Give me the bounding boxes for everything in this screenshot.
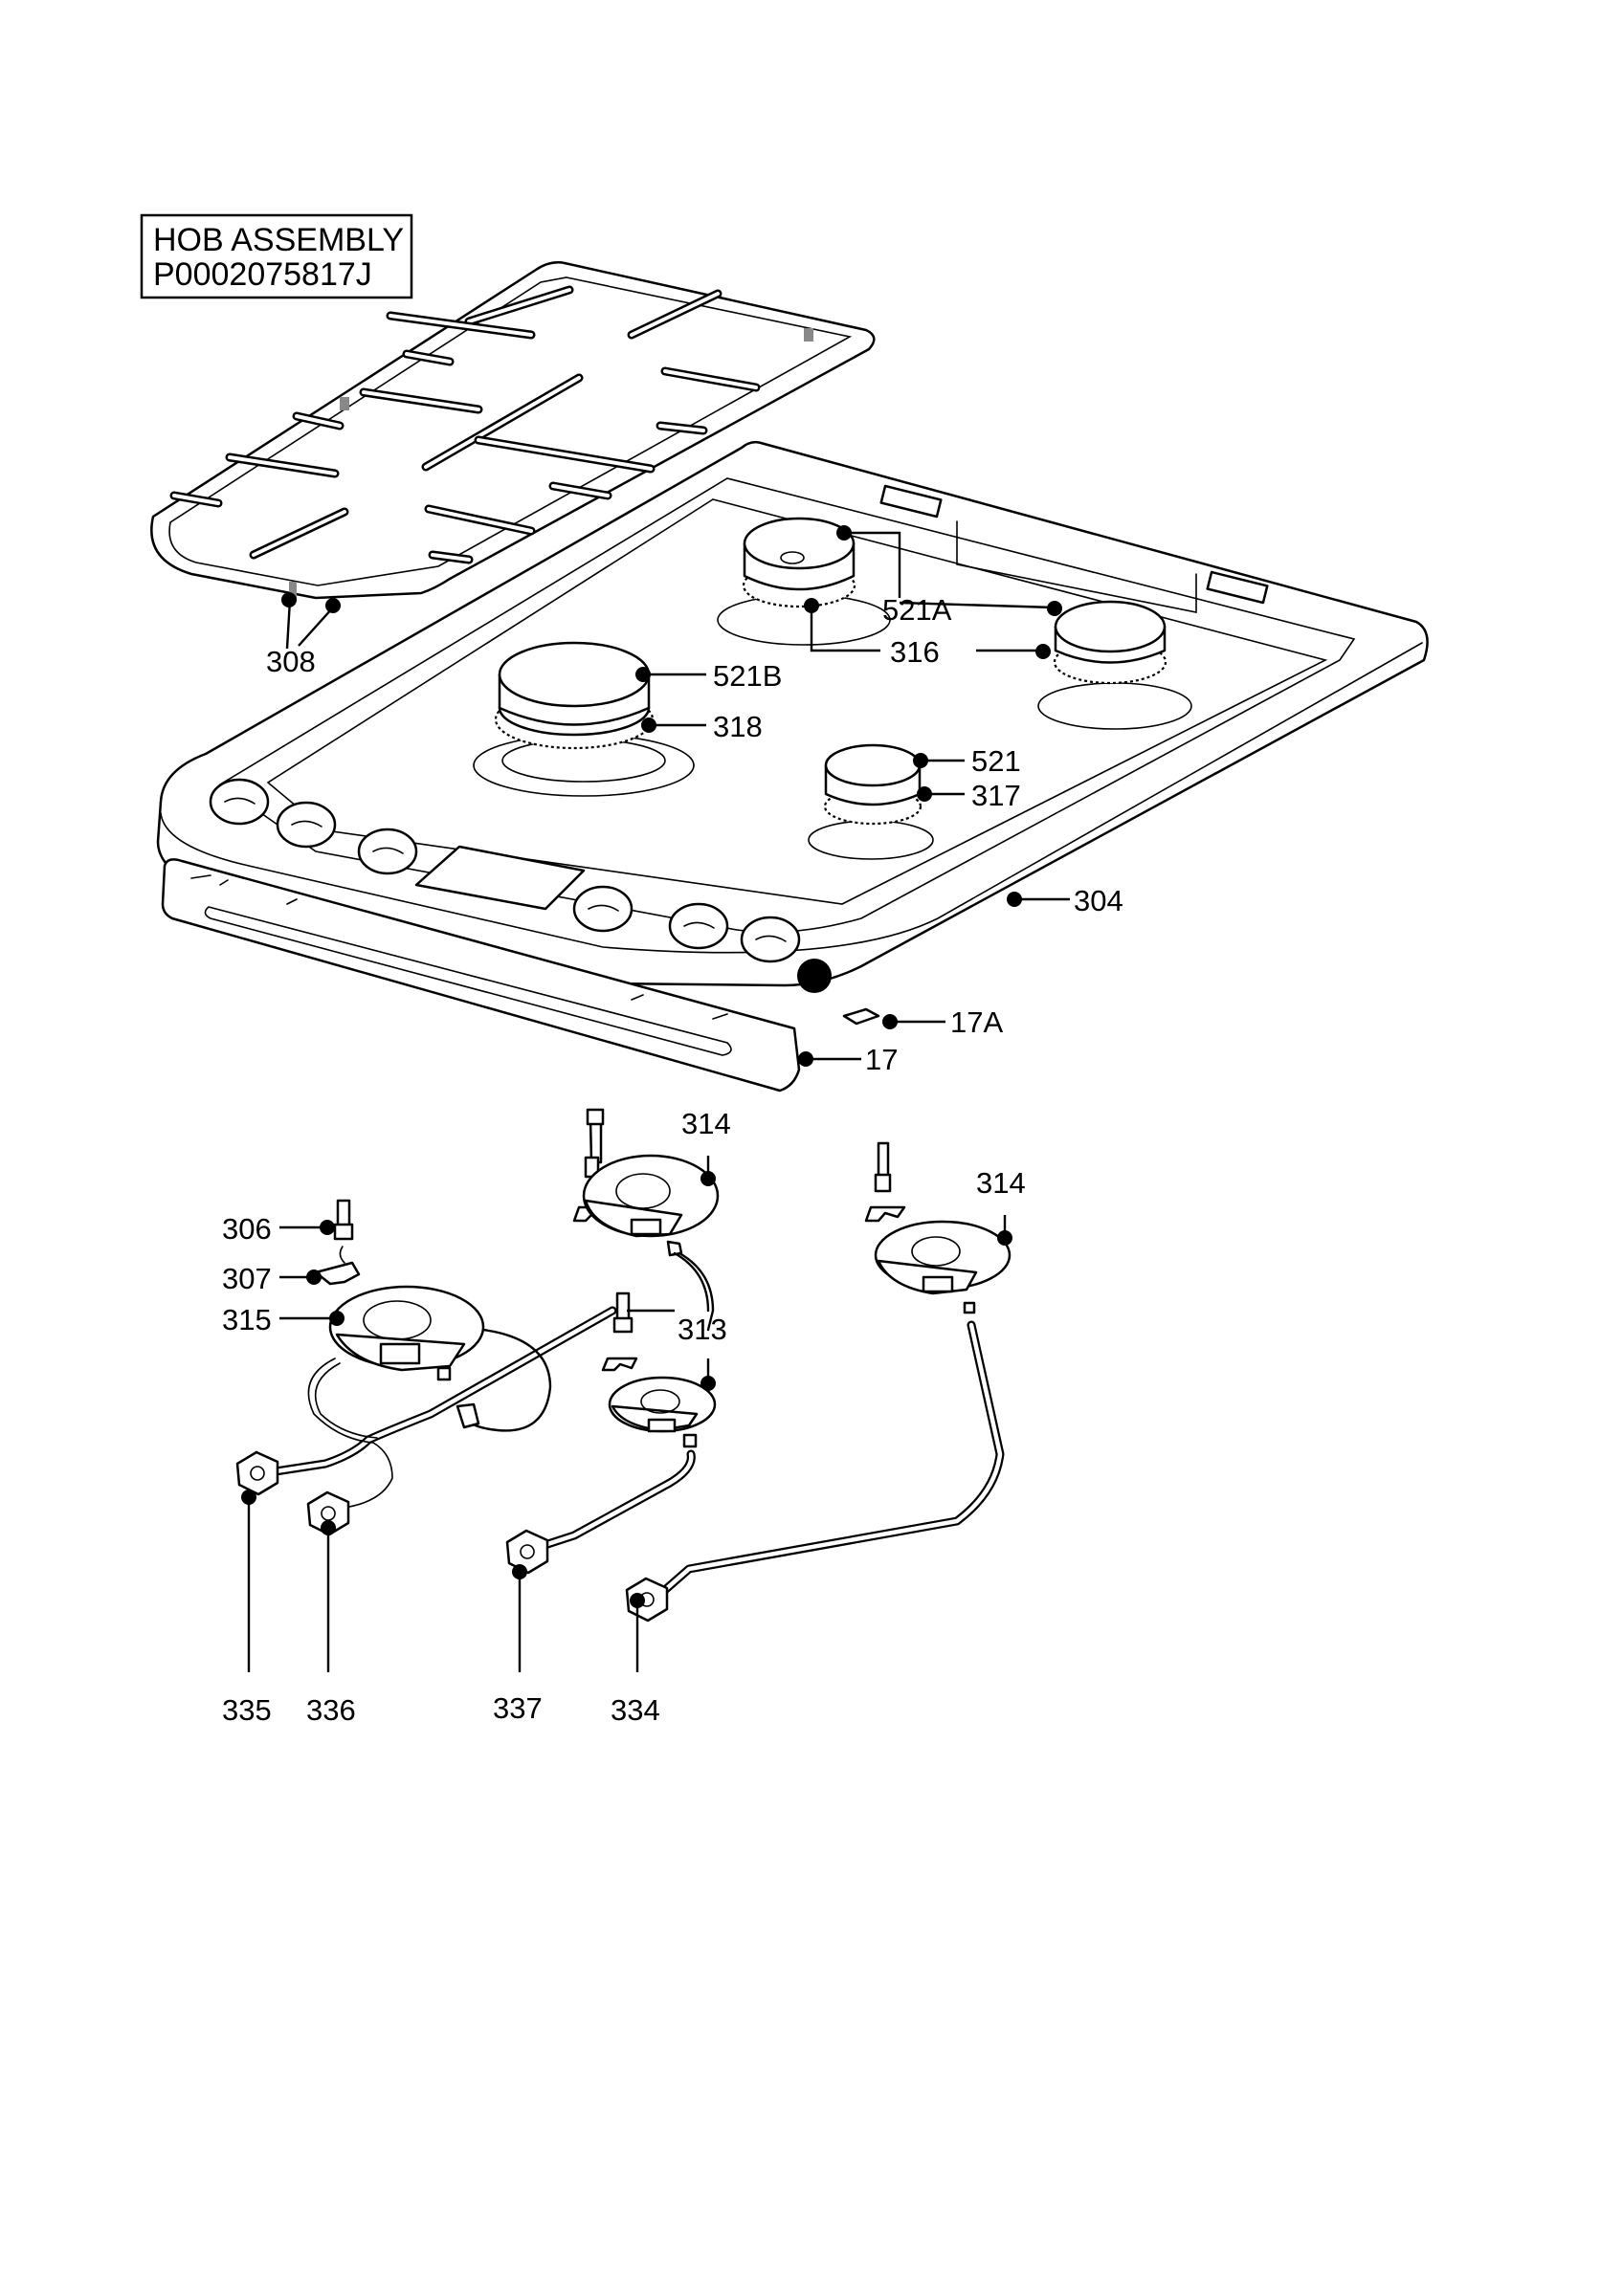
pan-support-grid bbox=[150, 261, 876, 601]
callout-334: 334 bbox=[611, 1693, 660, 1727]
nut-center bbox=[505, 1529, 549, 1575]
burner-body-center-rear bbox=[572, 1108, 720, 1313]
burner-front-center bbox=[808, 743, 934, 860]
callout-521A: 521A bbox=[882, 593, 952, 627]
gas-pipes bbox=[235, 1251, 1005, 1623]
title-block: HOB ASSEMBLY P0002075817J bbox=[140, 213, 413, 299]
callout-304: 304 bbox=[1074, 884, 1123, 917]
callout-318: 318 bbox=[713, 710, 763, 743]
callout-313: 313 bbox=[678, 1313, 727, 1346]
callout-306: 306 bbox=[222, 1212, 272, 1246]
burner-rear-center bbox=[717, 517, 891, 646]
title-line-2: P0002075817J bbox=[153, 256, 372, 293]
ignition-button bbox=[797, 959, 832, 993]
burner-large-left bbox=[473, 641, 695, 797]
fascia-clip bbox=[842, 1007, 880, 1026]
callout-337: 337 bbox=[493, 1691, 543, 1725]
title-frame bbox=[140, 213, 413, 299]
nut-left bbox=[235, 1450, 279, 1496]
callout-17: 17 bbox=[865, 1043, 898, 1076]
nut-left-2 bbox=[306, 1490, 350, 1536]
burner-body-small bbox=[601, 1292, 717, 1448]
callout-314-right: 314 bbox=[976, 1166, 1026, 1200]
front-fascia bbox=[161, 858, 880, 1093]
hob-top bbox=[156, 440, 1429, 993]
callout-316: 316 bbox=[890, 635, 940, 669]
burner-body-right bbox=[864, 1141, 1012, 1314]
callout-308: 308 bbox=[266, 645, 316, 678]
callout-17A: 17A bbox=[950, 1005, 1003, 1039]
callout-335: 335 bbox=[222, 1693, 272, 1727]
callout-315: 315 bbox=[222, 1303, 272, 1336]
burner-right bbox=[1037, 600, 1192, 730]
leader-lines bbox=[241, 525, 1070, 1672]
callout-labels: 308 521A 316 521B 318 521 317 304 17A 17… bbox=[222, 593, 1123, 1727]
callout-521B: 521B bbox=[713, 659, 782, 693]
title-line-1: HOB ASSEMBLY bbox=[153, 222, 404, 258]
callout-307: 307 bbox=[222, 1262, 272, 1295]
callout-317: 317 bbox=[971, 779, 1021, 812]
callout-314-center: 314 bbox=[681, 1107, 731, 1140]
callout-521: 521 bbox=[971, 744, 1021, 778]
callout-336: 336 bbox=[306, 1693, 356, 1727]
display-panel bbox=[414, 845, 586, 911]
burner-body-left-large bbox=[314, 1199, 485, 1381]
control-knobs bbox=[209, 778, 832, 993]
